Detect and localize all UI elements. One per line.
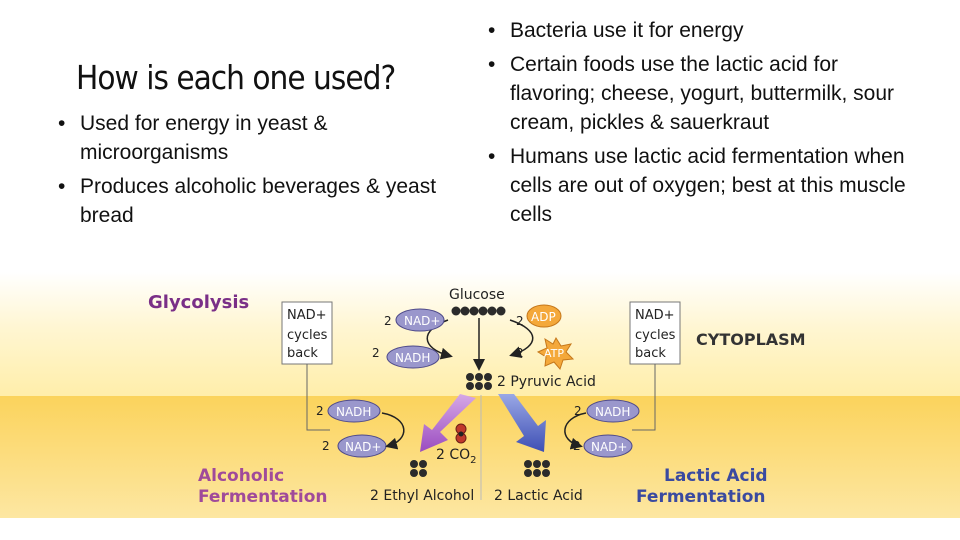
pyruvic-acid-molecule: [466, 373, 492, 390]
nadh-label: NADH: [336, 405, 371, 419]
nad-plus-label: NAD+: [404, 314, 440, 328]
alcoholic-fermentation-title: Alcoholic: [198, 466, 284, 486]
bullet-item: Humans use lactic acid fermentation when…: [486, 142, 926, 229]
nad-plus-label: NAD+: [591, 440, 627, 454]
alcoholic-pathway-arrow: [420, 394, 476, 452]
nad-plus-oval: [583, 434, 633, 458]
bullet-item: Produces alcoholic beverages & yeast bre…: [56, 172, 456, 230]
lactic-fermentation-title: Lactic Acid: [664, 466, 768, 486]
nad-plus-label: NAD+: [345, 440, 381, 454]
glycolysis-label: Glycolysis: [148, 292, 249, 313]
lactic-pathway-arrow: [498, 394, 546, 452]
coefficient: 2: [516, 314, 524, 328]
glucose-molecule: [451, 306, 506, 316]
atp-label: ATP: [544, 347, 564, 360]
nadh-oval: [386, 345, 440, 369]
coefficient: 2: [516, 346, 524, 360]
nadh-oval: [586, 399, 640, 423]
bullet-item: Certain foods use the lactic acid for fl…: [486, 50, 926, 137]
lactic-acid-label: 2 Lactic Acid: [494, 488, 583, 504]
lactic-acid-molecule: [524, 460, 550, 477]
svg-text:cycles: cycles: [287, 328, 328, 343]
coefficient: 2: [574, 404, 582, 418]
ethyl-alcohol-molecule: [410, 460, 427, 477]
svg-text:NAD+: NAD+: [287, 308, 327, 323]
yeast-uses-list: Used for energy in yeast & microorganism…: [56, 109, 456, 235]
adp-oval: [526, 304, 562, 328]
bullet-item: Used for energy in yeast & microorganism…: [56, 109, 456, 167]
right-nadh-cycle-arrow: [564, 412, 587, 450]
fermentation-band: [0, 396, 960, 518]
coefficient: 2: [316, 404, 324, 418]
alcoholic-fermentation-title: Fermentation: [198, 487, 328, 507]
nad-plus-oval: [395, 308, 445, 332]
nadh-oval: [327, 399, 381, 423]
right-cycle-line: [632, 364, 656, 431]
svg-text:cycles: cycles: [635, 328, 676, 343]
nad-cycles-right-box: NAD+ cycles back: [629, 301, 681, 365]
coefficient: 2: [372, 346, 380, 360]
co2-molecule: [455, 423, 467, 444]
coefficient: 2: [384, 314, 392, 328]
nadh-label: NADH: [595, 405, 630, 419]
adp-to-atp-arrow: [509, 319, 534, 358]
glucose-label: Glucose: [449, 287, 505, 303]
ethyl-alcohol-label: 2 Ethyl Alcohol: [370, 488, 474, 504]
lactic-fermentation-title: Fermentation: [636, 487, 766, 507]
svg-text:back: back: [635, 346, 666, 361]
fermentation-diagram: Glycolysis CYTOPLASM NAD+ cycles back NA…: [0, 272, 960, 518]
cytoplasm-label: CYTOPLASM: [696, 330, 806, 349]
atp-burst: [536, 336, 575, 370]
left-cycle-line: [306, 364, 330, 431]
nad-cycles-left-box: NAD+ cycles back: [281, 301, 333, 365]
left-nadh-cycle-arrow: [381, 412, 405, 450]
slide-title: How is each one used?: [76, 58, 396, 97]
coefficient: 2: [322, 439, 330, 453]
nadh-label: NADH: [395, 351, 430, 365]
adp-label: ADP: [531, 310, 556, 324]
svg-text:NAD+: NAD+: [635, 308, 675, 323]
co2-label: 2 CO2: [436, 447, 477, 466]
pyruvic-acid-label: 2 Pyruvic Acid: [497, 374, 596, 390]
svg-text:back: back: [287, 346, 318, 361]
lactic-uses-list: Bacteria use it for energy Certain foods…: [486, 16, 926, 234]
bullet-item: Bacteria use it for energy: [486, 16, 926, 45]
